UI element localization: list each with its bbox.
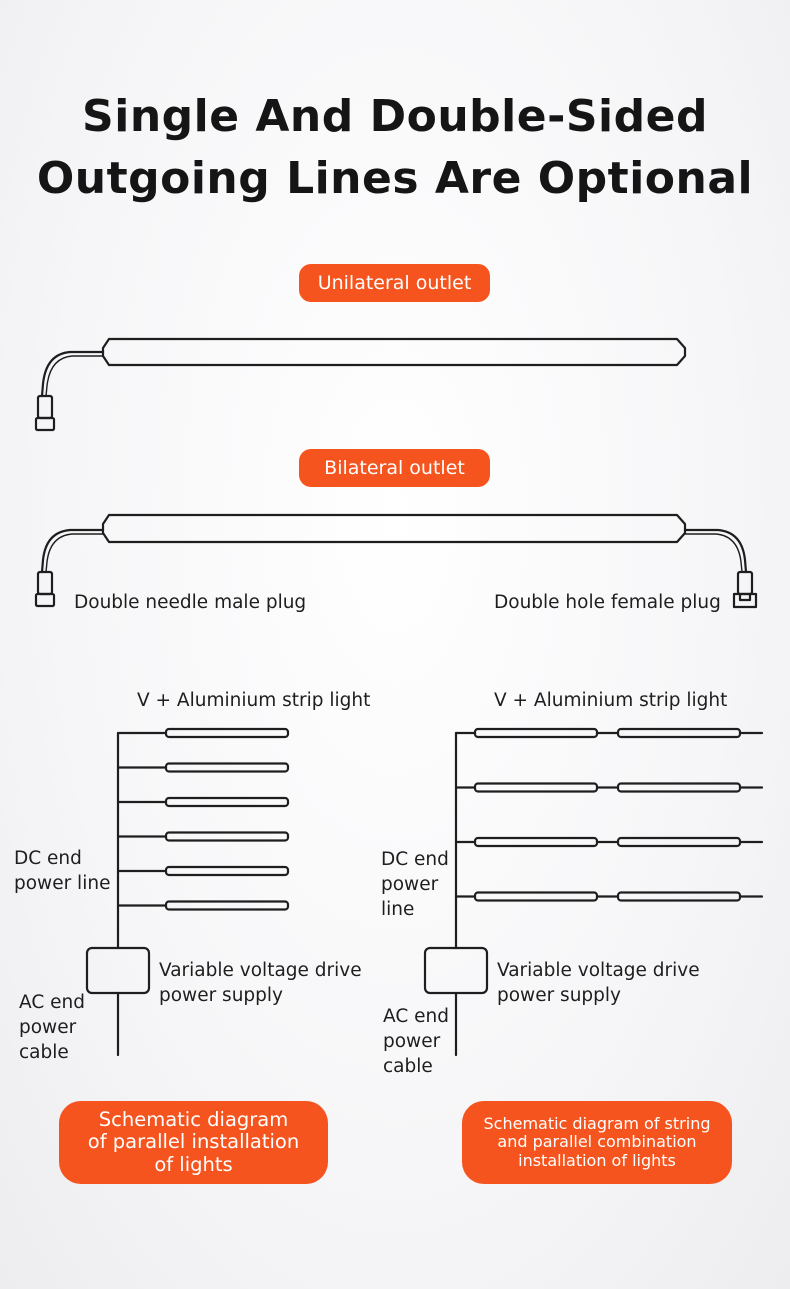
series-strip-light-b bbox=[616, 836, 742, 848]
series-psu-label: Variable voltage drive power supply bbox=[497, 960, 700, 1006]
series-strip-light-b bbox=[616, 782, 742, 793]
bilateral-right-plug-socket bbox=[732, 592, 758, 609]
bilateral-left-cable-inner bbox=[45, 533, 104, 573]
bilateral-outlet-badge: Bilateral outlet bbox=[299, 449, 490, 487]
parallel-strip-light bbox=[164, 831, 290, 842]
series-strip-light-a bbox=[473, 727, 599, 739]
series-strip-light-b bbox=[616, 891, 742, 902]
series-strip-light-a bbox=[473, 782, 599, 793]
unilateral-outlet-badge: Unilateral outlet bbox=[299, 264, 490, 302]
unilateral-plug-tip bbox=[34, 416, 56, 432]
parallel-caption-badge: Schematic diagram of parallel installati… bbox=[59, 1101, 328, 1184]
unilateral-strip-light bbox=[101, 337, 687, 367]
female-plug-label: Double hole female plug bbox=[494, 592, 721, 613]
series-strip-light-a bbox=[473, 836, 599, 848]
bilateral-right-cable bbox=[683, 528, 748, 574]
series-strip-header: V + Aluminium strip light bbox=[494, 690, 728, 711]
parallel-psu-label: Variable voltage drive power supply bbox=[159, 960, 362, 1006]
parallel-dc-label: DC end power line bbox=[14, 848, 111, 894]
page-title-line-2: Outgoing Lines Are Optional bbox=[36, 153, 754, 204]
bilateral-right-plug-body bbox=[736, 570, 754, 596]
series-strip-light-b bbox=[616, 727, 742, 739]
parallel-caption-text: Schematic diagram of parallel installati… bbox=[87, 1107, 300, 1176]
series-strip-light-a bbox=[473, 891, 599, 902]
series-power-supply-box bbox=[423, 946, 489, 995]
series-caption-badge: Schematic diagram of string and parallel… bbox=[462, 1101, 732, 1184]
parallel-ac-label: AC end power cable bbox=[19, 992, 85, 1063]
bilateral-left-plug-body bbox=[36, 570, 54, 596]
page-title-line-1: Single And Double-Sided bbox=[82, 91, 708, 142]
bilateral-left-plug-tip bbox=[34, 592, 56, 608]
bilateral-strip-light bbox=[101, 513, 687, 544]
bilateral-left-cable bbox=[40, 528, 105, 574]
series-parallel-wiring-diagram bbox=[423, 727, 764, 1057]
series-caption-text: Schematic diagram of string and parallel… bbox=[483, 1113, 711, 1170]
parallel-strip-header: V + Aluminium strip light bbox=[137, 690, 371, 711]
unilateral-cable bbox=[40, 350, 105, 398]
series-dc-label: DC end power line bbox=[381, 849, 449, 920]
parallel-strip-light bbox=[164, 865, 290, 877]
unilateral-cable-inner bbox=[45, 355, 104, 397]
series-ac-label: AC end power cable bbox=[383, 1006, 449, 1077]
parallel-wiring-diagram bbox=[85, 727, 290, 1057]
male-plug-label: Double needle male plug bbox=[74, 592, 307, 613]
parallel-strip-light bbox=[164, 727, 290, 739]
parallel-strip-light bbox=[164, 900, 290, 911]
bilateral-right-cable-inner bbox=[684, 533, 743, 573]
parallel-strip-light bbox=[164, 762, 290, 773]
parallel-power-supply-box bbox=[85, 946, 151, 995]
unilateral-plug-body bbox=[36, 394, 54, 420]
parallel-strip-light bbox=[164, 796, 290, 808]
